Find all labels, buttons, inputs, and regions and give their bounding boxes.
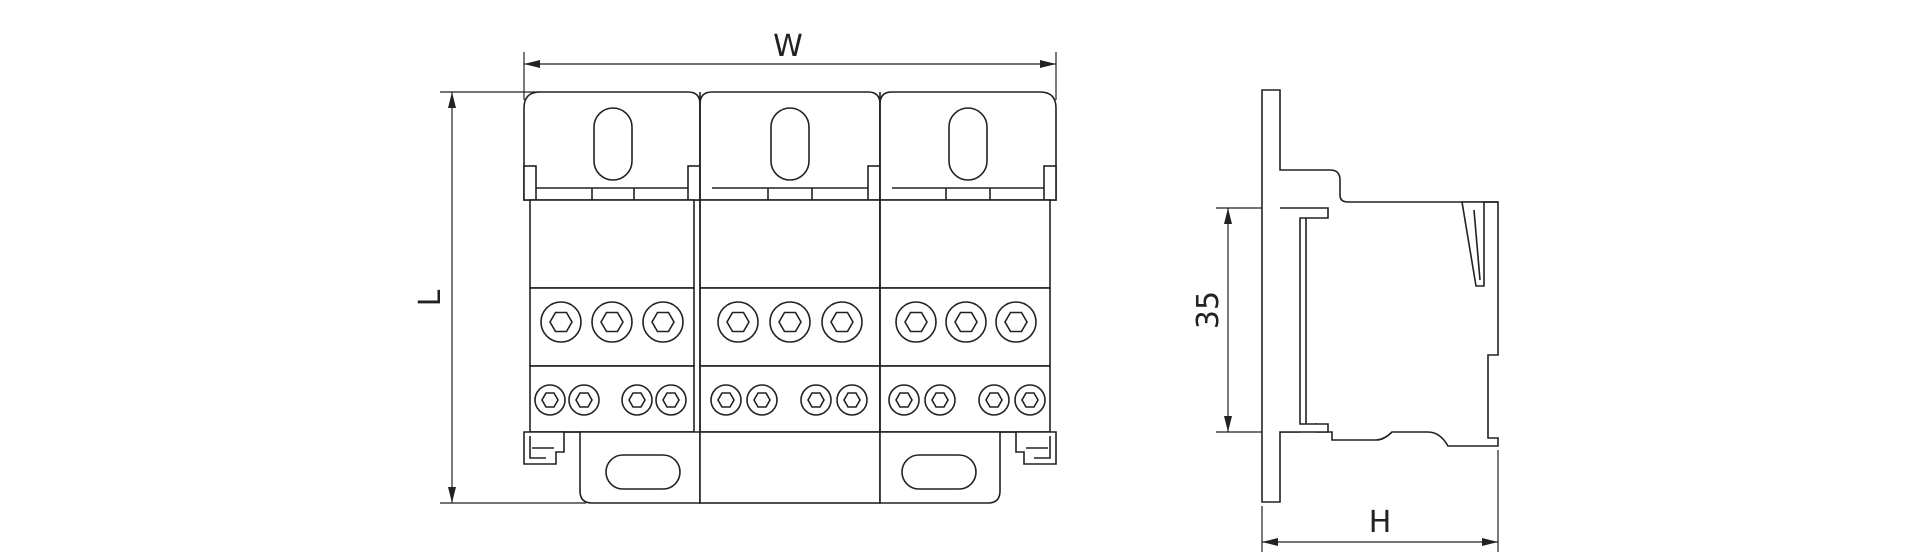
module-3 xyxy=(879,91,1057,433)
module-1 xyxy=(523,91,701,433)
side-profile xyxy=(1261,89,1499,503)
left-rail-clip xyxy=(523,431,565,465)
width-dimension: W xyxy=(523,29,1057,100)
side-view: 35 H xyxy=(1191,89,1499,552)
height-label: H xyxy=(1369,505,1392,540)
slot-hole xyxy=(593,107,633,181)
mounting-slot-right xyxy=(901,454,977,490)
din-rail xyxy=(1280,207,1329,433)
slot-hole xyxy=(770,107,810,181)
mounting-slot-left xyxy=(605,454,681,490)
lower-terminal-row xyxy=(879,365,1051,433)
upper-terminal-row xyxy=(699,287,881,367)
rail-label: 35 xyxy=(1191,291,1226,329)
mid-body xyxy=(879,199,1051,289)
rail-dimension: 35 xyxy=(1191,207,1270,433)
height-dimension: H xyxy=(1261,450,1499,552)
right-rail-clip xyxy=(1015,431,1057,465)
length-dimension: L xyxy=(413,91,586,504)
length-label: L xyxy=(413,289,448,306)
width-label: W xyxy=(773,29,803,64)
module-2 xyxy=(699,91,881,433)
lower-terminal-row xyxy=(529,365,695,433)
mid-body xyxy=(699,199,881,289)
slot-hole xyxy=(948,107,988,181)
lower-terminal-row xyxy=(699,365,881,433)
mid-body xyxy=(529,199,695,289)
upper-terminal-row xyxy=(529,287,695,367)
mounting-base xyxy=(579,431,1001,504)
front-view: W L xyxy=(413,29,1057,504)
